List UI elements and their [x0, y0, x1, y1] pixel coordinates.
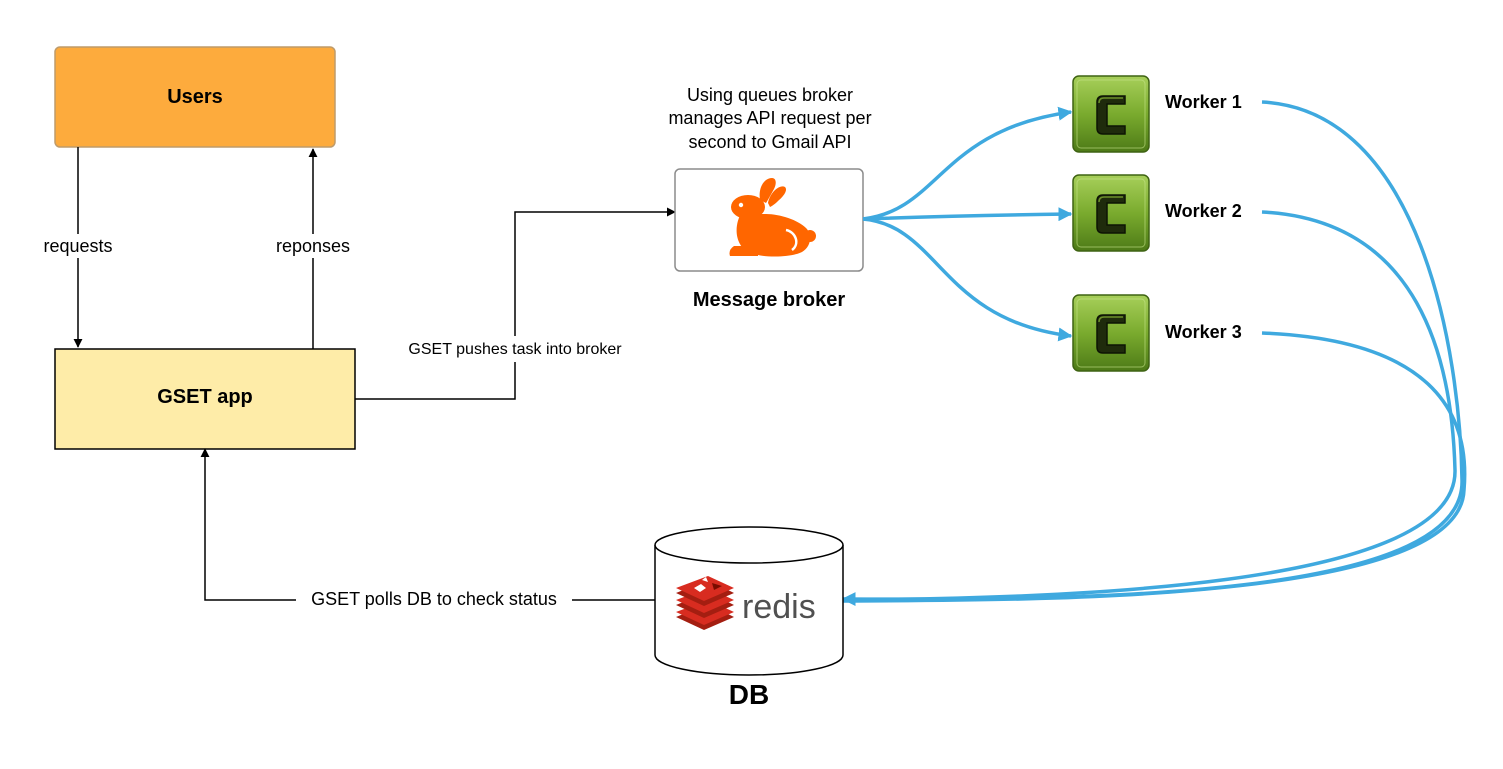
broker-note-line-1: Using queues broker: [687, 85, 853, 105]
db-cylinder: [654, 545, 844, 676]
worker-2-node: Worker 2: [1072, 174, 1242, 252]
message-broker-node: Message broker: [674, 168, 864, 311]
broker-note: Using queues broker manages API request …: [668, 85, 871, 152]
worker-1-node: Worker 1: [1072, 75, 1242, 153]
poll-db-label: GSET polls DB to check status: [311, 589, 557, 609]
celery-icon-1: [1072, 75, 1150, 153]
broker-to-worker-2-edge: [862, 207, 1073, 222]
workers-to-db-edges: [841, 100, 1467, 607]
worker-2-to-db-edge: [842, 210, 1457, 602]
users-node: Users: [54, 46, 336, 148]
worker-1-label: Worker 1: [1165, 92, 1242, 112]
db-label: DB: [729, 679, 769, 710]
broker-to-worker-1-edge: [862, 106, 1073, 221]
responses-edge: reponses: [268, 148, 358, 349]
rabbit-icon: [729, 178, 816, 257]
requests-edge: requests: [36, 147, 120, 348]
redis-logo-text: redis: [742, 588, 816, 626]
celery-icon-2: [1072, 174, 1150, 252]
gset-app-label: GSET app: [157, 386, 253, 408]
broker-to-worker-3-edge: [862, 217, 1073, 342]
celery-icon-3: [1072, 294, 1150, 372]
worker-2-label: Worker 2: [1165, 201, 1242, 221]
broker-note-line-2: manages API request per: [668, 108, 871, 128]
requests-label: requests: [43, 236, 112, 256]
users-label: Users: [167, 86, 223, 108]
worker-3-label: Worker 3: [1165, 322, 1242, 342]
gset-app-box: [54, 348, 356, 450]
db-node: redis DB: [654, 526, 844, 710]
broker-note-line-3: second to Gmail API: [688, 132, 851, 152]
message-broker-label: Message broker: [693, 289, 846, 311]
redis-logo-icon: [676, 576, 734, 630]
broker-to-workers-edges: [862, 106, 1073, 342]
db-cylinder-top: [654, 526, 844, 564]
gset-app-node: GSET app: [54, 348, 356, 450]
poll-db-edge: GSET polls DB to check status: [200, 448, 655, 612]
users-box: [54, 46, 336, 148]
responses-label: reponses: [276, 236, 350, 256]
push-task-label: GSET pushes task into broker: [408, 341, 622, 358]
worker-3-node: Worker 3: [1072, 294, 1242, 372]
push-task-edge: GSET pushes task into broker: [355, 207, 676, 400]
worker-3-to-db-edge: [842, 331, 1467, 603]
